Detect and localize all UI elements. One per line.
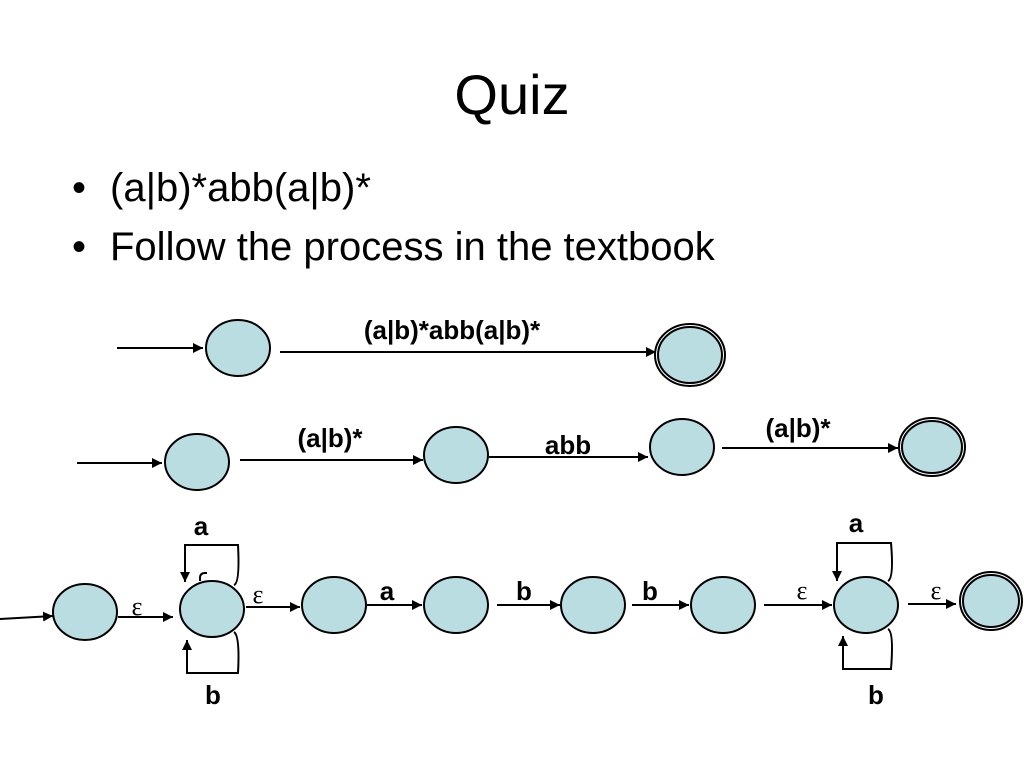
row3-nfa: ε a b ε a b b ε a b ε	[0, 508, 1023, 710]
row2-edge-label-1: abb	[545, 430, 591, 460]
row3-accept-ring	[959, 571, 1023, 631]
row3-loop1-bottom-label: b	[205, 680, 221, 710]
row1-edge-label: (a|b)*abb(a|b)*	[364, 315, 541, 345]
row1-nfa: (a|b)*abb(a|b)*	[117, 315, 726, 387]
row3-loop2-bottom-arc	[838, 628, 893, 670]
row1-accept-ring	[654, 323, 726, 387]
row3-loop2-bottom-label: b	[868, 680, 884, 710]
row3-loop1-bottom-arc	[182, 631, 240, 674]
row3-state-4	[560, 576, 626, 634]
row3-loop1-top-label: a	[194, 511, 209, 541]
row2-accept-state	[901, 420, 963, 474]
bullet-instruction-text: Follow the process in the textbook	[110, 225, 715, 269]
row1-accept-state	[657, 326, 723, 384]
row3-edge-label-eps-2: ε	[797, 576, 808, 605]
bullet-regex: • (a|b)*abb(a|b)*	[72, 166, 371, 211]
row3-edge-label-a: a	[380, 576, 395, 606]
row2-state-1	[423, 426, 489, 484]
row3-edge-label-eps-3: ε	[931, 576, 942, 605]
bullet-marker: •	[72, 225, 87, 269]
row2-accept-ring	[898, 417, 966, 477]
row3-state-0	[52, 583, 118, 641]
bullet-regex-text: (a|b)*abb(a|b)*	[110, 166, 371, 210]
row3-state-1	[179, 580, 245, 638]
row3-loop2-top-label: a	[849, 508, 864, 538]
row3-edge-label-eps-1: ε	[253, 580, 264, 609]
bullet-marker: •	[72, 166, 87, 210]
row2-edge-label-2: (a|b)*	[765, 413, 831, 443]
row3-start-arrow	[0, 611, 54, 622]
row3-state-6	[833, 576, 899, 634]
row2-state-2	[649, 418, 715, 476]
row2-edge-label-0: (a|b)*	[297, 423, 363, 453]
row3-edge-label-b2: b	[642, 576, 658, 606]
row3-state-5	[690, 576, 756, 634]
row2-state-0	[164, 433, 230, 491]
slide-title: Quiz	[454, 63, 570, 126]
row2-nfa: (a|b)* abb (a|b)*	[77, 413, 966, 491]
row3-state-2	[301, 576, 367, 634]
row3-loop2-top-arc	[832, 542, 893, 582]
row3-loop1-top	[199, 572, 207, 581]
row3-edge-label-b1: b	[516, 576, 532, 606]
row3-loop1-top-arc	[180, 544, 240, 586]
row3-state-3	[423, 576, 489, 634]
row3-edge-label-eps-0: ε	[132, 592, 143, 621]
row3-accept-state	[962, 574, 1020, 628]
bullet-instruction: • Follow the process in the textbook	[72, 225, 715, 270]
row1-start-state	[205, 319, 271, 377]
